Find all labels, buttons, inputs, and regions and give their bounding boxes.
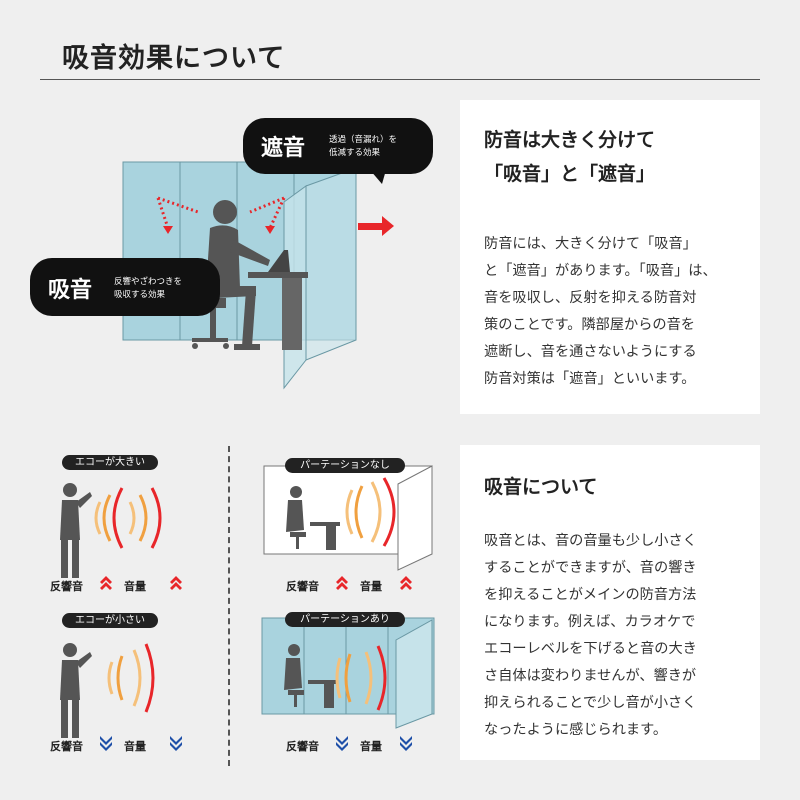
absorb-desc-2: 吸収する効果 xyxy=(114,290,166,300)
absorb-desc-1: 反響やざわつきを xyxy=(114,277,183,287)
panel1-heading-2: 「吸音」と「遮音」 xyxy=(484,163,656,185)
page-title: 吸音効果について xyxy=(62,43,286,74)
panel1-line: 音を吸収し、反射を抑える防音対 xyxy=(484,290,697,306)
panel1-line: 防音対策は「遮音」といいます。 xyxy=(484,371,696,387)
panel2-heading: 吸音について xyxy=(484,476,598,498)
with-partition-label: パーテーションあり xyxy=(285,612,405,627)
reverb-label: 反響音 xyxy=(50,580,83,593)
panel2-line: エコーレベルを下げると音の大き xyxy=(484,641,697,657)
block-desc-2: 低減する効果 xyxy=(329,148,381,158)
echo-small-label: エコーが小さい xyxy=(62,613,158,628)
no-partition-label: パーテーションなし xyxy=(285,458,405,473)
panel2-line: 吸音とは、音の音量も少し小さく xyxy=(484,533,697,549)
reverb-label: 反響音 xyxy=(286,740,319,753)
volume-label: 音量 xyxy=(124,740,146,753)
waves-big xyxy=(94,487,162,549)
panel1-line: 防音には、大きく分けて「吸音」 xyxy=(484,236,697,252)
waves-small xyxy=(107,643,155,713)
panel1-heading-1: 防音は大きく分けて xyxy=(484,129,656,151)
volume-label: 音量 xyxy=(360,740,382,753)
title-divider xyxy=(40,79,760,80)
panel2-line: することができますが、音の響き xyxy=(484,560,697,576)
echo-big-label: エコーが大きい xyxy=(62,455,158,470)
section-divider xyxy=(228,446,230,766)
block-title: 遮音 xyxy=(261,136,306,161)
panel2-line: なったように感じられます。 xyxy=(484,722,668,738)
panel2-line: を抑えることがメインの防音方法 xyxy=(484,587,697,603)
block-desc-1: 透過（音漏れ）を xyxy=(329,135,398,145)
transmission-arrow xyxy=(358,216,394,236)
reflection-arrows xyxy=(156,196,286,229)
panel1-line: 策のことです。隣部屋からの音を xyxy=(484,317,695,333)
comparison-illustrations xyxy=(60,465,435,751)
panel2-body: 吸音とは、音の音量も少し小さく することができますが、音の響き を抑えることがメ… xyxy=(484,528,746,744)
absorb-bubble: 吸音 反響やざわつきを 吸収する効果 xyxy=(30,258,220,316)
absorb-title: 吸音 xyxy=(48,278,93,303)
panel1-line: 遮断し、音を通さないようにする xyxy=(484,344,697,360)
volume-label: 音量 xyxy=(124,580,146,593)
panel2-line: さ自体は変わりませんが、響きが xyxy=(484,668,697,684)
reverb-label: 反響音 xyxy=(286,580,319,593)
block-bubble: 遮音 透過（音漏れ）を 低減する効果 xyxy=(243,118,433,174)
volume-label: 音量 xyxy=(360,580,382,593)
soundproof-info-panel: 防音は大きく分けて 「吸音」と「遮音」 防音には、大きく分けて「吸音」 と「遮音… xyxy=(460,100,760,414)
reverb-label: 反響音 xyxy=(50,740,83,753)
panel2-line: になります。例えば、カラオケで xyxy=(484,614,696,630)
absorption-info-panel: 吸音について 吸音とは、音の音量も少し小さく することができますが、音の響き を… xyxy=(460,445,760,760)
panel1-line: と「遮音」があります。「吸音」は、 xyxy=(484,263,717,279)
panel2-line: 抑えられることで少し音が小さく xyxy=(484,695,697,711)
panel1-body: 防音には、大きく分けて「吸音」 と「遮音」があります。「吸音」は、 音を吸収し、… xyxy=(484,231,746,393)
